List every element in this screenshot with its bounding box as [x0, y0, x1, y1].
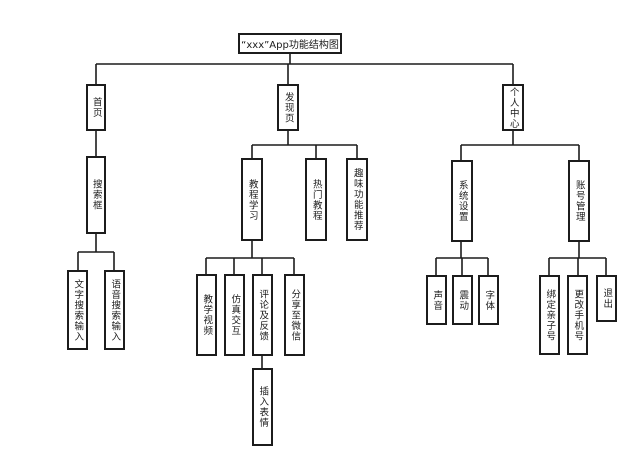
node-teaching-video: 教学视频: [196, 274, 217, 356]
node-font-label: 字体: [483, 289, 495, 311]
node-vibrate-label: 震动: [457, 289, 469, 311]
root-label: “xxx”App功能结构图: [241, 40, 339, 51]
node-text-search-label: 文字搜索输入: [72, 278, 84, 342]
node-hot-tutorial-label: 热门教程: [310, 178, 322, 221]
root-node: “xxx”App功能结构图: [238, 33, 342, 54]
node-tutorial: 教程学习: [241, 158, 263, 241]
node-sound: 声音: [426, 275, 447, 325]
node-logout-label: 退出: [601, 288, 613, 309]
node-teaching-video-label: 教学视频: [201, 294, 213, 336]
node-comment: 评论及反馈: [252, 274, 273, 356]
node-change-phone-label: 更改手机号: [572, 288, 584, 342]
node-voice-search: 语音搜索输入: [104, 270, 125, 350]
node-system-settings-label: 系统设置: [456, 180, 468, 222]
node-account-management: 账号管理: [568, 160, 590, 242]
node-search-box-label: 搜索框: [90, 179, 102, 211]
node-fun-feature: 趣味功能推荐: [346, 158, 368, 241]
node-share-wechat-label: 分享至微信: [289, 288, 301, 342]
node-system-settings: 系统设置: [451, 160, 473, 242]
node-hot-tutorial: 热门教程: [305, 158, 327, 241]
node-change-phone: 更改手机号: [567, 275, 588, 355]
node-voice-search-label: 语音搜索输入: [109, 278, 121, 342]
node-insert-emoji-label: 插入表情: [257, 386, 269, 428]
node-share-wechat: 分享至微信: [284, 274, 305, 356]
node-home: 首页: [86, 84, 106, 131]
node-insert-emoji: 插入表情: [252, 368, 273, 446]
node-vibrate: 震动: [452, 275, 473, 325]
node-logout: 退出: [596, 275, 617, 322]
node-simulation: 仿真交互: [224, 274, 245, 356]
node-sound-label: 声音: [431, 289, 443, 311]
node-comment-label: 评论及反馈: [257, 288, 269, 342]
node-discover: 发现页: [277, 84, 299, 131]
node-discover-label: 发现页: [282, 91, 294, 124]
node-search-box: 搜索框: [86, 156, 106, 234]
node-profile-label: 个人中心: [507, 86, 519, 129]
node-font: 字体: [478, 275, 499, 325]
node-bind-parent-label: 绑定亲子号: [544, 288, 556, 342]
node-simulation-label: 仿真交互: [229, 294, 241, 336]
node-bind-parent: 绑定亲子号: [539, 275, 560, 355]
node-tutorial-label: 教程学习: [246, 178, 258, 221]
node-home-label: 首页: [90, 97, 102, 118]
node-profile: 个人中心: [502, 84, 524, 131]
node-account-management-label: 账号管理: [573, 180, 585, 222]
node-fun-feature-label: 趣味功能推荐: [351, 168, 363, 231]
node-text-search: 文字搜索输入: [67, 270, 88, 350]
